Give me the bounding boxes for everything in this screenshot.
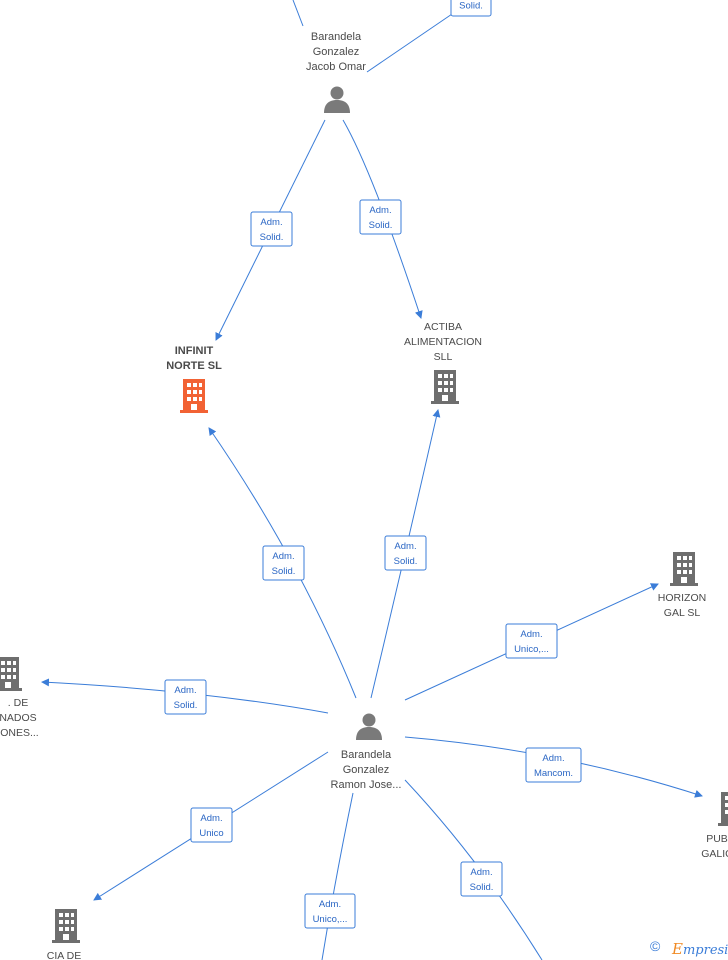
- relation-text: Solid.: [174, 700, 198, 711]
- relation-box-border: [250, 211, 293, 247]
- relation-text: Adm.: [470, 867, 492, 878]
- company-label: GAL SL: [664, 607, 701, 619]
- relation-text: Mancom.: [534, 768, 573, 779]
- company-node-actiba[interactable]: ACTIBA ALIMENTACION SLL: [404, 321, 482, 404]
- relation-box-border: [450, 0, 492, 17]
- relation-text: Adm.: [542, 753, 564, 764]
- company-node-left[interactable]: . DE NADOS IONES...: [0, 657, 39, 739]
- company-label: ACTIBA: [424, 321, 462, 333]
- relation-text: Adm.: [520, 629, 542, 640]
- relation-text: Unico: [199, 828, 223, 839]
- relation-box-ramon-pub[interactable]: Adm. Mancom.: [525, 747, 582, 783]
- company-node-infinit[interactable]: INFINIT NORTE SL: [166, 345, 222, 413]
- company-label: HORIZON: [658, 592, 706, 604]
- relation-text: Adm.: [394, 541, 416, 552]
- building-icon: [180, 379, 208, 413]
- relation-text: Unico,...: [514, 644, 549, 655]
- relation-box-ramon-bottom[interactable]: Adm. Unico,...: [304, 893, 356, 929]
- relation-box-border: [525, 747, 582, 783]
- relation-box-ramon-left[interactable]: Adm. Solid.: [164, 679, 207, 715]
- company-label: SLL: [434, 351, 453, 363]
- relation-text: Solid.: [260, 232, 284, 243]
- brand-first-letter: E: [672, 940, 683, 958]
- building-icon: [52, 909, 80, 943]
- relation-text: Adm.: [272, 551, 294, 562]
- relation-box-border: [164, 679, 207, 715]
- edge-top-left: [292, 0, 304, 27]
- person-label: Barandela: [341, 749, 392, 761]
- relation-box-border: [505, 623, 558, 659]
- company-node-cia[interactable]: CIA DE: [47, 909, 81, 960]
- company-label: NADOS: [0, 712, 37, 724]
- brand-logo[interactable]: Empresia: [672, 940, 728, 958]
- relation-box-ramon-actiba[interactable]: Adm. Solid.: [384, 535, 427, 571]
- edges: [41, 0, 703, 960]
- relation-text: Adm.: [369, 205, 391, 216]
- relation-box-border: [460, 861, 503, 897]
- relation-box-omar-infinit[interactable]: Adm. Solid.: [250, 211, 293, 247]
- relation-box-ramon-cia[interactable]: Adm. Unico: [190, 807, 233, 843]
- edge-omar-actiba: [342, 119, 423, 319]
- building-icon: [431, 370, 459, 404]
- person-label: Jacob Omar: [306, 61, 366, 73]
- edge-omar-top: [366, 11, 456, 73]
- relation-text: Adm.: [260, 217, 282, 228]
- relation-box-omar-actiba[interactable]: Adm. Solid.: [359, 199, 402, 235]
- person-label: Gonzalez: [343, 764, 389, 776]
- company-label: INFINIT: [175, 345, 214, 357]
- company-label: NORTE SL: [166, 360, 222, 372]
- relation-box-ramon-infinit[interactable]: Adm. Solid.: [262, 545, 305, 581]
- person-icon: [356, 713, 382, 740]
- company-label: IONES...: [0, 727, 39, 739]
- relation-text: Adm.: [319, 899, 341, 910]
- company-node-horizon[interactable]: HORIZON GAL SL: [658, 552, 706, 619]
- relation-text: Solid.: [459, 1, 483, 12]
- relation-box-ramon-bottom-right[interactable]: Adm. Solid.: [460, 861, 503, 897]
- company-label: CIA DE: [47, 950, 81, 960]
- relation-boxes: Solid.Adm.Solid.Adm.Solid.Adm.Solid.Adm.…: [164, 0, 582, 929]
- copyright-symbol: ©: [650, 938, 661, 954]
- relation-box-border: [359, 199, 402, 235]
- relation-box-border: [384, 535, 427, 571]
- building-icon: [718, 792, 728, 826]
- company-label: . DE: [8, 697, 28, 709]
- relation-box-border: [262, 545, 305, 581]
- relation-text: Solid.: [470, 882, 494, 893]
- person-icon: [324, 86, 350, 113]
- relation-text: Solid.: [369, 220, 393, 231]
- relation-text: Solid.: [272, 566, 296, 577]
- relation-box-border: [190, 807, 233, 843]
- relation-text: Adm.: [174, 685, 196, 696]
- building-icon: [0, 657, 22, 691]
- brand-name-rest: mpresia: [682, 943, 728, 958]
- relation-text: Unico,...: [313, 914, 348, 925]
- building-icon: [670, 552, 698, 586]
- person-label: Ramon Jose...: [331, 779, 402, 791]
- relation-box-border: [304, 893, 356, 929]
- relation-text: Adm.: [200, 813, 222, 824]
- company-label: PUB: [706, 833, 728, 845]
- relation-box-ramon-horizon[interactable]: Adm. Unico,...: [505, 623, 558, 659]
- person-label: Barandela: [311, 31, 362, 43]
- relation-text: Solid.: [394, 556, 418, 567]
- person-label: Gonzalez: [313, 46, 359, 58]
- relation-box-top[interactable]: Solid.: [450, 0, 492, 17]
- edge-ramon-bottom: [321, 792, 354, 960]
- company-label: ALIMENTACION: [404, 336, 482, 348]
